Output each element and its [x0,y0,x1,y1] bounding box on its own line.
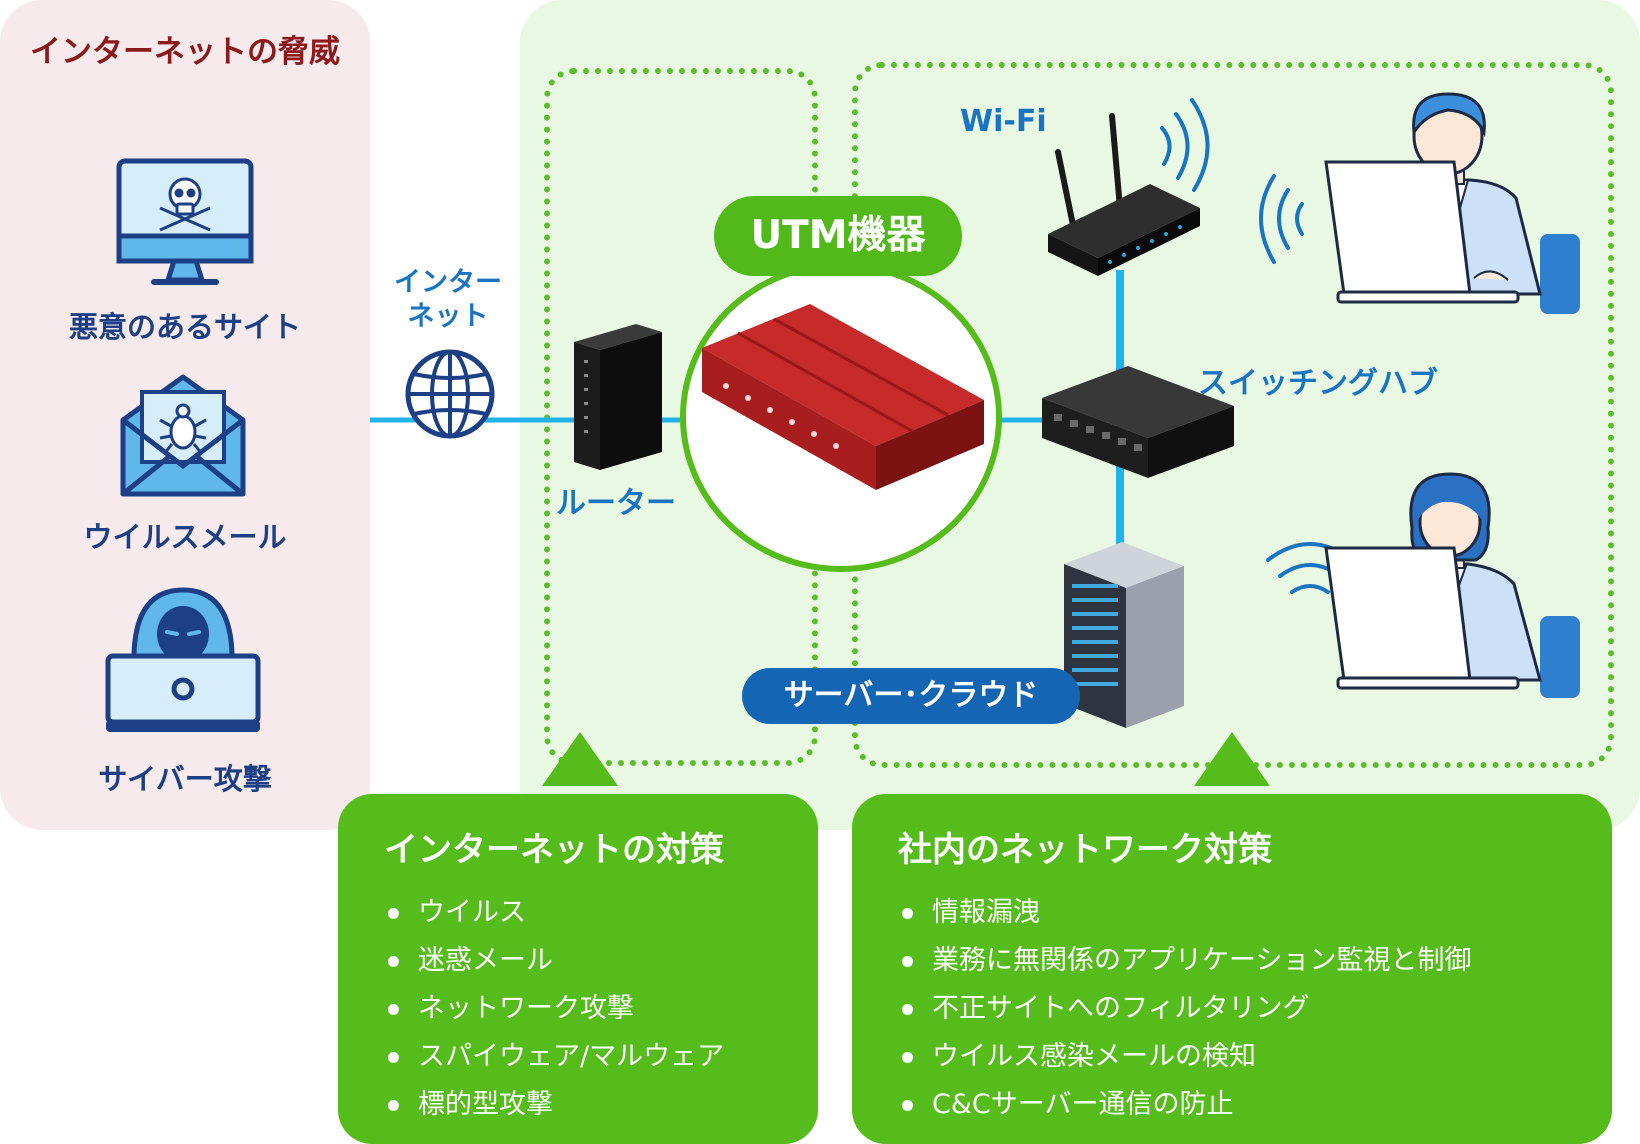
internal-measures-list: 情報漏洩 業務に無関係のアプリケーション監視と制御 不正サイトへのフィルタリング… [898,889,1612,1129]
threat-label-malicious-site: 悪意のあるサイト [68,310,301,344]
list-item: 迷惑メール [384,937,818,985]
internet-measures-title: インターネットの対策 [384,830,724,870]
list-item: スパイウェア/マルウェア [384,1033,818,1081]
panel-pointer-internal [1194,732,1270,786]
server-rack-icon [1064,542,1184,728]
malicious-site-icon [116,158,254,285]
bug-icon [159,403,207,455]
utm-label: UTM機器 [714,196,962,276]
list-item: 情報漏洩 [898,889,1612,937]
employee-man-icon [1324,92,1580,314]
panel-pointer-internet [542,732,618,786]
list-item: C&Cサーバー通信の防止 [898,1081,1612,1129]
router-label: ルーター [556,486,676,521]
list-item: ウイルス感染メールの検知 [898,1033,1612,1081]
switching-hub-label: スイッチングハブ [1198,366,1438,401]
wifi-signal-icon [1160,98,1210,192]
internet-measures-panel: インターネットの対策 ウイルス 迷惑メール ネットワーク攻撃 スパイウェア/マル… [338,794,818,1144]
internet-label: インター ネット [394,267,502,332]
employee-woman-icon [1324,472,1580,698]
list-item: 不正サイトへのフィルタリング [898,985,1612,1033]
list-item: ネットワーク攻撃 [384,985,818,1033]
wifi-label: Wi-Fi [960,104,1047,139]
internal-measures-title: 社内のネットワーク対策 [898,830,1272,870]
hacker-icon [105,587,261,732]
router-device-icon [574,324,662,470]
threat-label-virus-mail: ウイルスメール [83,520,287,554]
list-item: 標的型攻撃 [384,1081,818,1129]
internet-measures-list: ウイルス 迷惑メール ネットワーク攻撃 スパイウェア/マルウェア 標的型攻撃 [384,889,818,1129]
skull-icon [159,177,211,232]
virus-mail-icon [120,374,246,497]
utm-device-icon [702,304,984,490]
switching-hub-icon [1042,366,1234,478]
wifi-router-icon [1048,113,1200,276]
list-item: ウイルス [384,889,818,937]
server-cloud-label: サーバー･クラウド [742,668,1080,724]
wifi-signal-icon [1259,174,1304,264]
globe-icon [405,349,495,439]
threat-label-cyber-attack: サイバー攻撃 [98,762,272,796]
internal-measures-panel: 社内のネットワーク対策 情報漏洩 業務に無関係のアプリケーション監視と制御 不正… [852,794,1612,1144]
list-item: 業務に無関係のアプリケーション監視と制御 [898,937,1612,985]
threat-panel-title: インターネットの脅威 [30,34,340,70]
